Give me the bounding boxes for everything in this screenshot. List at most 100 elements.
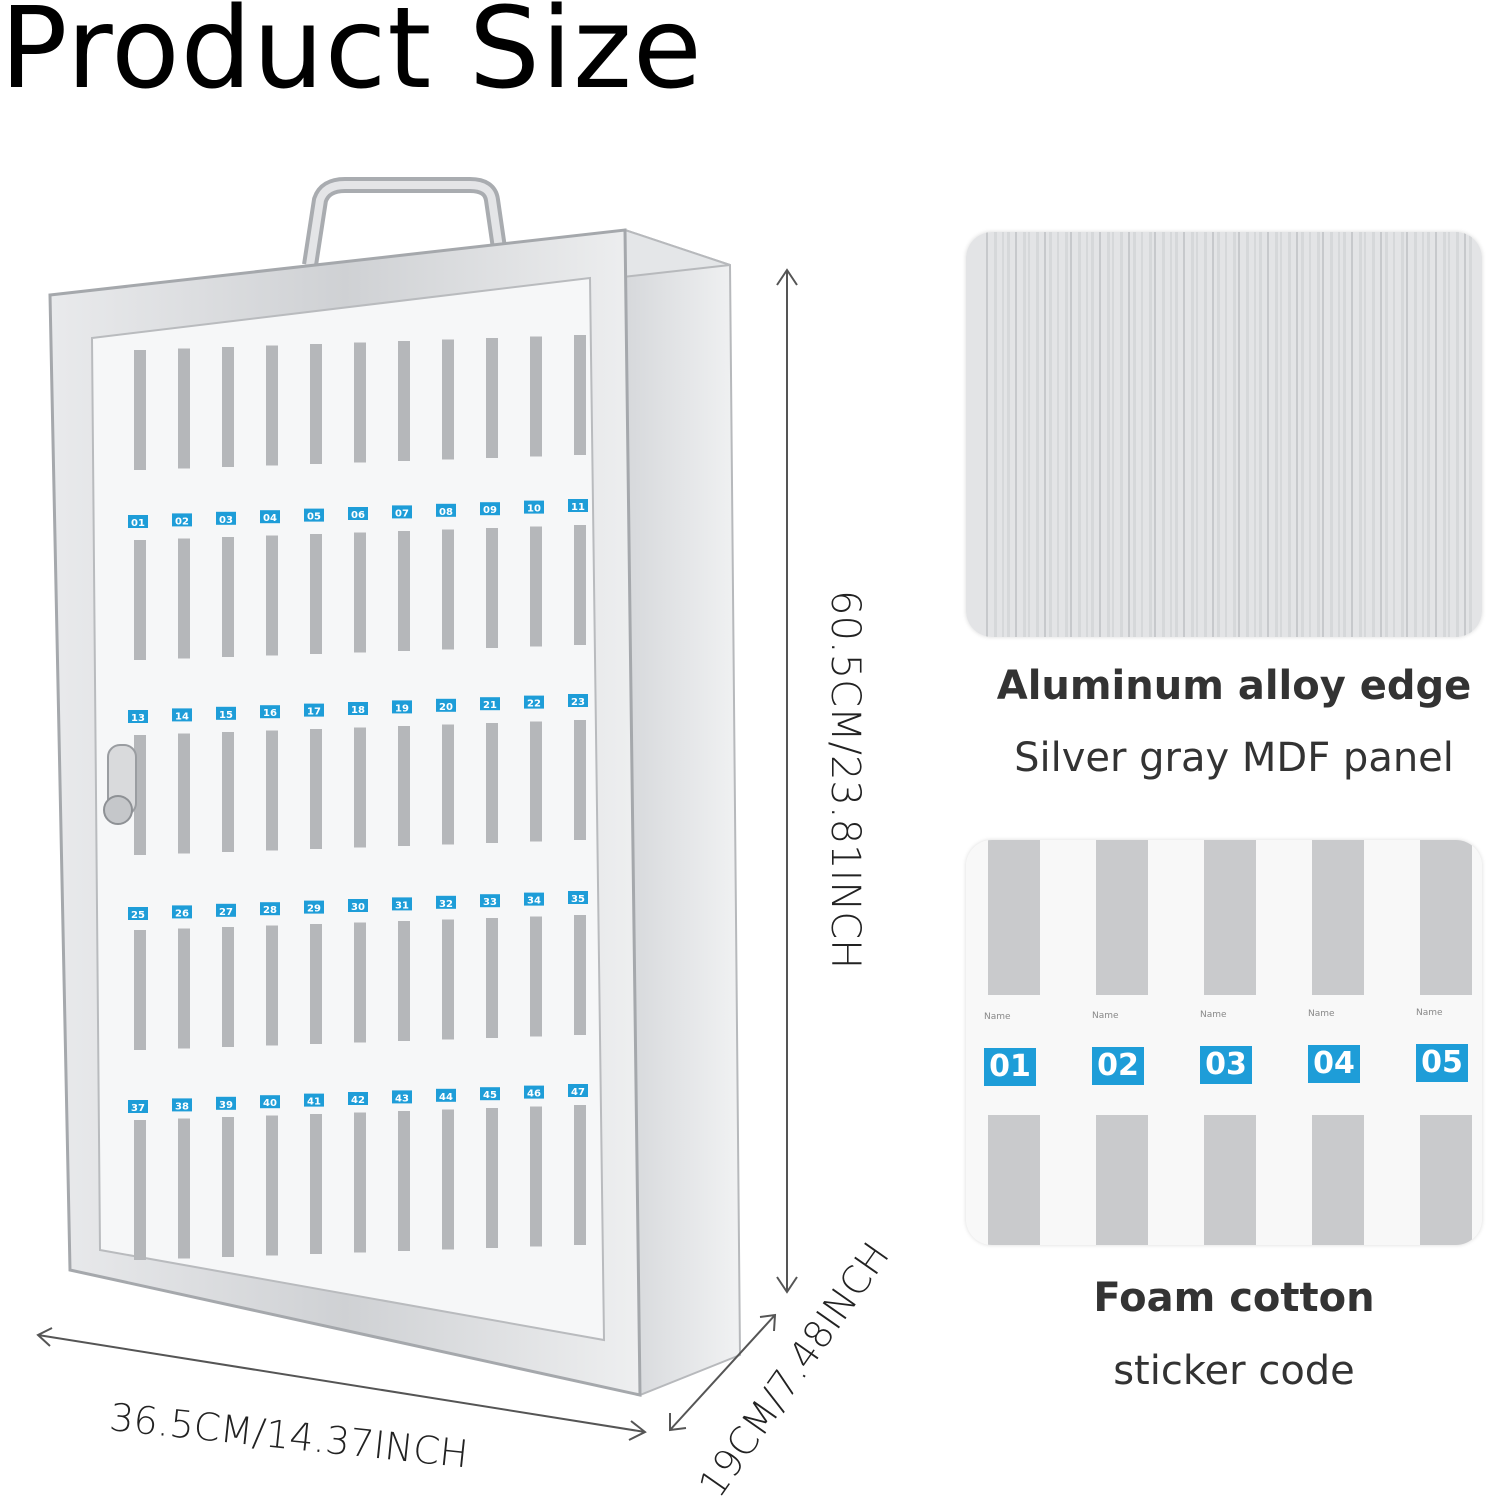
slot-number: 13 (131, 713, 145, 724)
aluminum-stripe (1191, 232, 1194, 637)
key-slot (266, 1115, 278, 1256)
slot-number: 02 (175, 516, 189, 527)
key-slot (266, 730, 278, 851)
key-slot (266, 925, 278, 1046)
slot-number: 23 (571, 697, 585, 708)
key-slot (530, 336, 542, 457)
aluminum-stripe (1141, 232, 1143, 637)
closeup-name-label: Name (1200, 1010, 1227, 1020)
aluminum-stripe (1086, 232, 1088, 637)
aluminum-stripe (1322, 232, 1324, 637)
key-slot (398, 921, 410, 1041)
slot-number: 09 (483, 505, 497, 516)
key-slot (354, 342, 366, 463)
aluminum-stripe (1422, 232, 1424, 637)
foam-slot (1420, 840, 1472, 995)
aluminum-stripe (1317, 232, 1320, 637)
aluminum-stripe (1217, 232, 1220, 637)
slot-sticker (128, 710, 148, 723)
key-slot (134, 540, 146, 660)
slot-number: 14 (175, 711, 189, 722)
slot-number: 41 (307, 1097, 321, 1108)
key-slot (134, 1120, 146, 1260)
aluminum-stripe (1170, 232, 1172, 637)
aluminum-stripe (1175, 232, 1178, 637)
aluminum-stripe (1057, 232, 1059, 637)
slot-number: 10 (527, 504, 541, 515)
key-slot (178, 1118, 190, 1259)
slot-number: 44 (439, 1092, 453, 1103)
slot-number: 19 (395, 703, 409, 714)
key-slot (398, 1111, 410, 1251)
slot-number: 33 (483, 897, 497, 908)
key-slot (398, 341, 410, 461)
closeup-sticker: 04 (1308, 1045, 1360, 1083)
aluminum-stripe (1469, 232, 1472, 637)
aluminum-stripe (1427, 232, 1430, 637)
slot-number: 28 (263, 905, 277, 916)
key-slot (530, 916, 542, 1037)
key-slot (354, 922, 366, 1043)
aluminum-stripe (1183, 232, 1185, 637)
slot-number: 17 (307, 707, 321, 718)
slot-number: 43 (395, 1093, 409, 1104)
key-slot (574, 525, 586, 645)
slot-sticker (260, 510, 280, 524)
slot-sticker (128, 1100, 148, 1113)
slot-number: 42 (351, 1095, 365, 1106)
key-slot (266, 535, 278, 656)
foam-slot (1204, 840, 1256, 995)
slot-number: 04 (263, 513, 277, 524)
key-slot (178, 733, 190, 854)
closeup-sticker: 01 (984, 1048, 1036, 1086)
closeup-sticker: 02 (1092, 1047, 1144, 1085)
key-slot (310, 1114, 322, 1254)
slot-sticker (436, 503, 456, 517)
slot-sticker (524, 695, 544, 709)
slot-number: 31 (395, 900, 409, 911)
key-slot (222, 927, 234, 1047)
key-slot (310, 924, 322, 1044)
key-slot (178, 928, 190, 1049)
slot-sticker (524, 1085, 544, 1099)
aluminum-stripe (1254, 232, 1256, 637)
key-slot (222, 347, 234, 467)
key-slot (398, 726, 410, 846)
aluminum-stripe (1036, 232, 1039, 637)
aluminum-stripe (1267, 232, 1269, 637)
key-slot (486, 338, 498, 458)
foam-slot (1312, 840, 1364, 995)
key-slot (530, 1106, 542, 1247)
slot-sticker (216, 903, 236, 917)
aluminum-stripe (986, 232, 988, 637)
key-slot (178, 348, 190, 469)
slot-sticker (260, 1095, 280, 1109)
side-panel (623, 228, 742, 1397)
slot-sticker (436, 895, 456, 909)
slot-sticker (348, 507, 368, 520)
slot-sticker (348, 1092, 368, 1105)
slot-sticker (260, 705, 280, 719)
foam-slot (988, 840, 1040, 995)
aluminum-stripe (1393, 232, 1395, 637)
aluminum-stripe (1112, 232, 1114, 637)
foam-slot (1096, 1115, 1148, 1245)
slot-sticker (172, 708, 192, 722)
slot-number: 32 (439, 899, 453, 910)
key-slot (442, 1109, 454, 1250)
key-slot (310, 534, 322, 654)
aluminum-stripe (1065, 232, 1068, 637)
slot-number: 30 (351, 902, 365, 913)
aluminum-stripe (1212, 232, 1214, 637)
width-arrow (37, 1334, 646, 1433)
aluminum-stripe (1099, 232, 1101, 637)
slot-number: 37 (131, 1103, 145, 1114)
key-slot (354, 532, 366, 653)
aluminum-stripe (1343, 232, 1346, 637)
key-slot (134, 930, 146, 1050)
slot-number: 11 (571, 502, 585, 513)
slot-sticker (304, 508, 324, 522)
slot-sticker (216, 1096, 236, 1110)
aluminum-stripe (1120, 232, 1123, 637)
